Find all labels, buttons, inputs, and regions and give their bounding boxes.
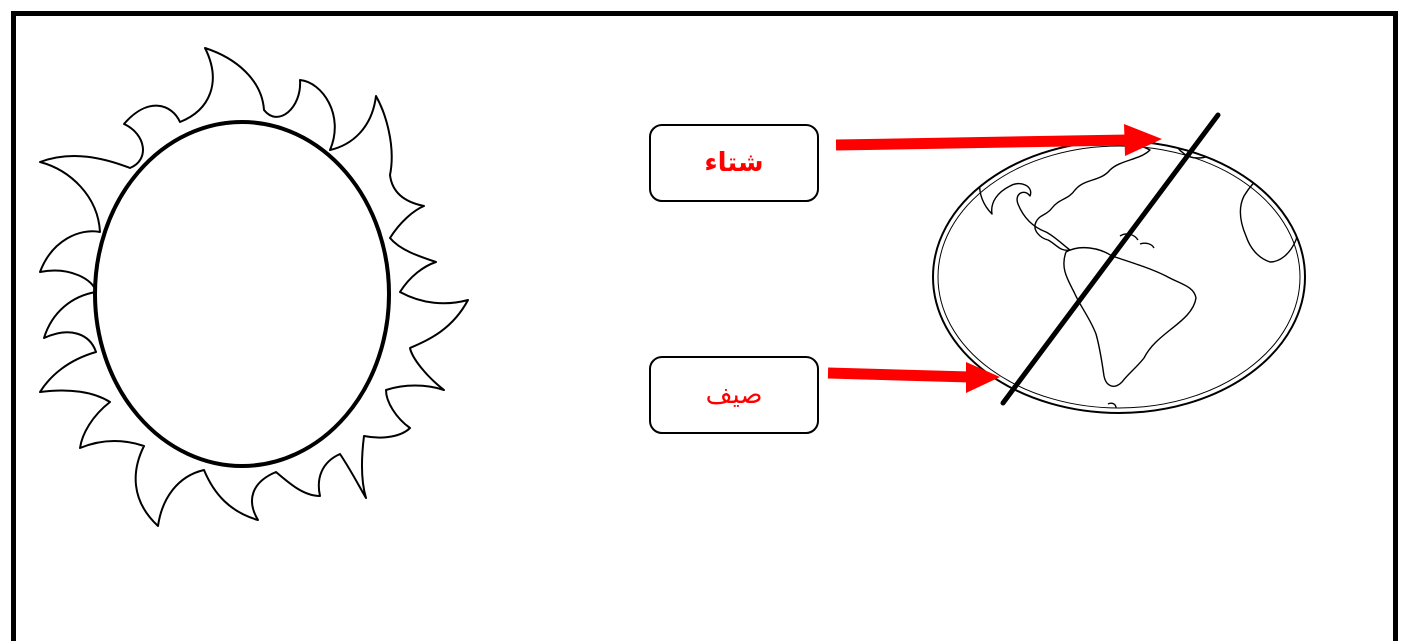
sun-icon: [39, 47, 469, 527]
summer-label-box: صيف: [649, 356, 819, 434]
earth-axis: [1000, 112, 1221, 406]
sun-disc: [93, 120, 391, 468]
summer-arrow: [827, 362, 1000, 393]
winter-label: شتاء: [704, 148, 764, 178]
summer-label: صيف: [705, 380, 763, 410]
earth-globe-icon: [932, 112, 1306, 414]
winter-label-box: شتاء: [649, 124, 819, 202]
winter-arrow: [835, 124, 1162, 156]
